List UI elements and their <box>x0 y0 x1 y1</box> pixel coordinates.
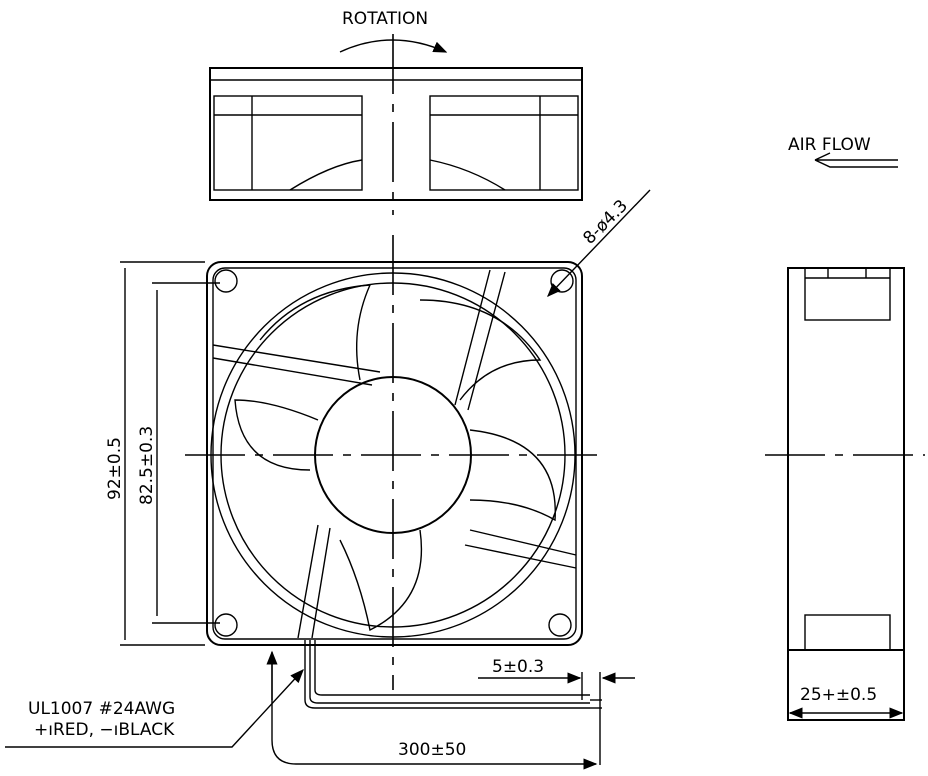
hole-pitch-label: 82.5±0.3 <box>137 426 157 505</box>
front-view <box>185 189 651 690</box>
hole-leader <box>547 189 651 298</box>
outer-size-label: 92±0.5 <box>105 437 125 500</box>
wire-colors-label: +ıRED, −ıBLACK <box>34 720 175 740</box>
lead-length-label: 300±50 <box>398 740 466 760</box>
wire-spec-label: UL1007 #24AWG <box>28 699 175 719</box>
thickness-label: 25+±0.5 <box>800 685 877 705</box>
top-view <box>209 34 583 215</box>
air-flow-label: AIR FLOW <box>788 135 871 155</box>
strip-length-label: 5±0.3 <box>492 657 544 677</box>
wire-leader <box>5 668 304 748</box>
side-view <box>765 152 925 721</box>
holes-label: 8-ø4.3 <box>579 196 632 249</box>
rotation-label: ROTATION <box>342 9 428 29</box>
airflow-arrow <box>814 152 898 168</box>
dimensions <box>5 261 635 770</box>
